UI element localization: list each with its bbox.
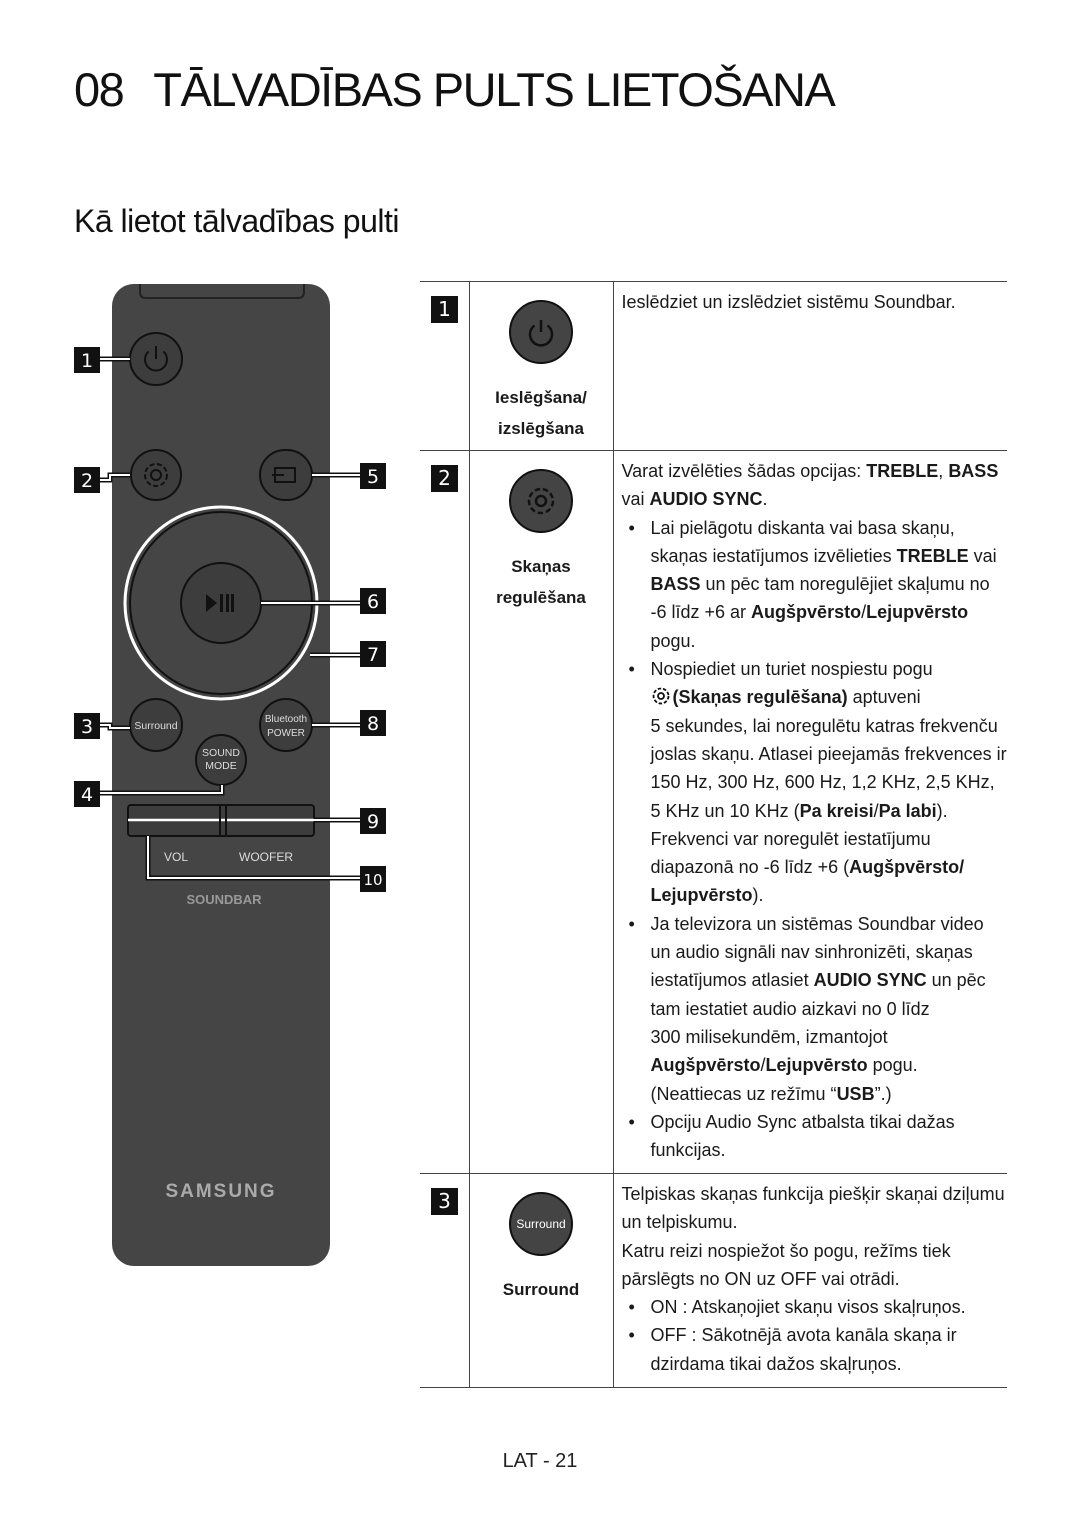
table-row: 2 Skaņas regulēšana Varat izvēlēties šād… bbox=[420, 450, 1007, 1174]
remote-soundbar-label: SOUNDBAR bbox=[186, 892, 262, 907]
gear-icon bbox=[652, 687, 669, 705]
button-label-line2: izslēgšana bbox=[498, 419, 584, 438]
list-item: Nospiediet un turiet nospiestu pogu(Skaņ… bbox=[622, 655, 1008, 910]
button-label-line1: Ieslēgšana/ bbox=[495, 388, 587, 407]
callout-4 bbox=[74, 781, 100, 807]
remote-brand-logo: SAMSUNG bbox=[165, 1181, 276, 1202]
function-table: 1 Ieslēgšana/ izslēgšana Ieslēdziet un i… bbox=[420, 281, 1007, 1388]
callout-5-label: 5 bbox=[367, 466, 379, 488]
play-icon bbox=[206, 594, 217, 612]
button-label-line1: Skaņas bbox=[511, 557, 571, 576]
chapter-number: 08 bbox=[74, 63, 125, 116]
surround-button-icon: Surround bbox=[509, 1192, 573, 1256]
chapter-heading: TĀLVADĪBAS PULTS LIETOŠANA bbox=[153, 63, 836, 116]
table-row: 1 Ieslēgšana/ izslēgšana Ieslēdziet un i… bbox=[420, 281, 1007, 451]
remote-vol-label: VOL bbox=[164, 850, 188, 864]
remote-gear-icon bbox=[130, 449, 182, 501]
row-description: Ieslēdziet un izslēdziet sistēmu Soundba… bbox=[621, 292, 956, 312]
callout-3 bbox=[74, 713, 100, 739]
button-label: Skaņas regulēšana bbox=[470, 551, 613, 619]
remote-woofer-label: WOOFER bbox=[239, 850, 293, 864]
remote-sound-label: SOUND bbox=[202, 747, 240, 759]
page-number: LAT - 21 bbox=[502, 1450, 578, 1472]
callout-9 bbox=[360, 808, 386, 834]
remote-surround-button bbox=[129, 698, 183, 752]
list-item: Ja televizora un sistēmas Soundbar video… bbox=[622, 910, 1008, 1108]
callout-4-label: 4 bbox=[81, 784, 93, 806]
row-description: Telpiskas skaņas funkcija piešķir skaņai… bbox=[613, 1174, 1007, 1388]
button-label-line1: Surround bbox=[502, 1280, 580, 1299]
remote-control-illustration: Surround Bluetooth POWER SOUND MODE VOL … bbox=[74, 284, 386, 1266]
remote-mode-label: MODE bbox=[205, 760, 237, 772]
section-title: Kā lietot tālvadības pulti bbox=[74, 203, 399, 239]
description-paragraph: Katru reizi nospiežot šo pogu, režīms ti… bbox=[621, 1240, 951, 1289]
row-number-badge: 2 bbox=[431, 465, 458, 492]
callout-5 bbox=[360, 463, 386, 489]
row-number-badge: 1 bbox=[431, 296, 458, 323]
remote-power-label: POWER bbox=[267, 728, 305, 739]
gear-icon bbox=[509, 469, 573, 533]
callout-2 bbox=[74, 467, 100, 493]
callout-8-label: 8 bbox=[367, 713, 379, 735]
callout-1 bbox=[74, 347, 100, 373]
button-label-line2: regulēšana bbox=[496, 588, 586, 607]
list-item: Opciju Audio Sync atbalsta tikai dažas f… bbox=[622, 1108, 1008, 1165]
list-item: OFF : Sākotnējā avota kanāla skaņa ir dz… bbox=[622, 1321, 1008, 1378]
power-icon bbox=[509, 300, 573, 364]
description-paragraph: Telpiskas skaņas funkcija piešķir skaņai… bbox=[621, 1184, 1005, 1233]
chapter-title: 08 TĀLVADĪBAS PULTS LIETOŠANA bbox=[74, 62, 836, 117]
remote-bluetooth-label: Bluetooth bbox=[265, 714, 307, 725]
callout-6 bbox=[360, 588, 386, 614]
remote-input-icon bbox=[259, 449, 313, 501]
remote-surround-label: Surround bbox=[134, 720, 177, 732]
callout-2-label: 2 bbox=[81, 470, 93, 492]
row-description: Varat izvēlēties šādas opcijas: TREBLE, … bbox=[613, 451, 1007, 1174]
remote-bluetooth-power-button bbox=[259, 698, 313, 752]
callout-8 bbox=[360, 710, 386, 736]
callout-7 bbox=[360, 641, 386, 667]
button-label: Ieslēgšana/ izslēgšana bbox=[470, 382, 613, 450]
list-item: Lai pielāgotu diskanta vai basa skaņu, s… bbox=[622, 514, 1008, 655]
callout-1-label: 1 bbox=[81, 350, 93, 372]
remote-power-button bbox=[129, 332, 183, 386]
table-row: 3 Surround Surround Telpiskas skaņas fun… bbox=[420, 1173, 1007, 1388]
callout-6-label: 6 bbox=[367, 591, 379, 613]
callout-10 bbox=[360, 866, 386, 892]
list-item: ON : Atskaņojiet skaņu visos skaļruņos. bbox=[622, 1293, 1008, 1322]
button-label: Surround bbox=[470, 1274, 613, 1311]
callout-7-label: 7 bbox=[367, 644, 379, 666]
row-number-badge: 3 bbox=[431, 1188, 458, 1215]
callout-10-label: 10 bbox=[363, 871, 382, 889]
callout-9-label: 9 bbox=[367, 811, 379, 833]
callout-3-label: 3 bbox=[81, 716, 93, 738]
